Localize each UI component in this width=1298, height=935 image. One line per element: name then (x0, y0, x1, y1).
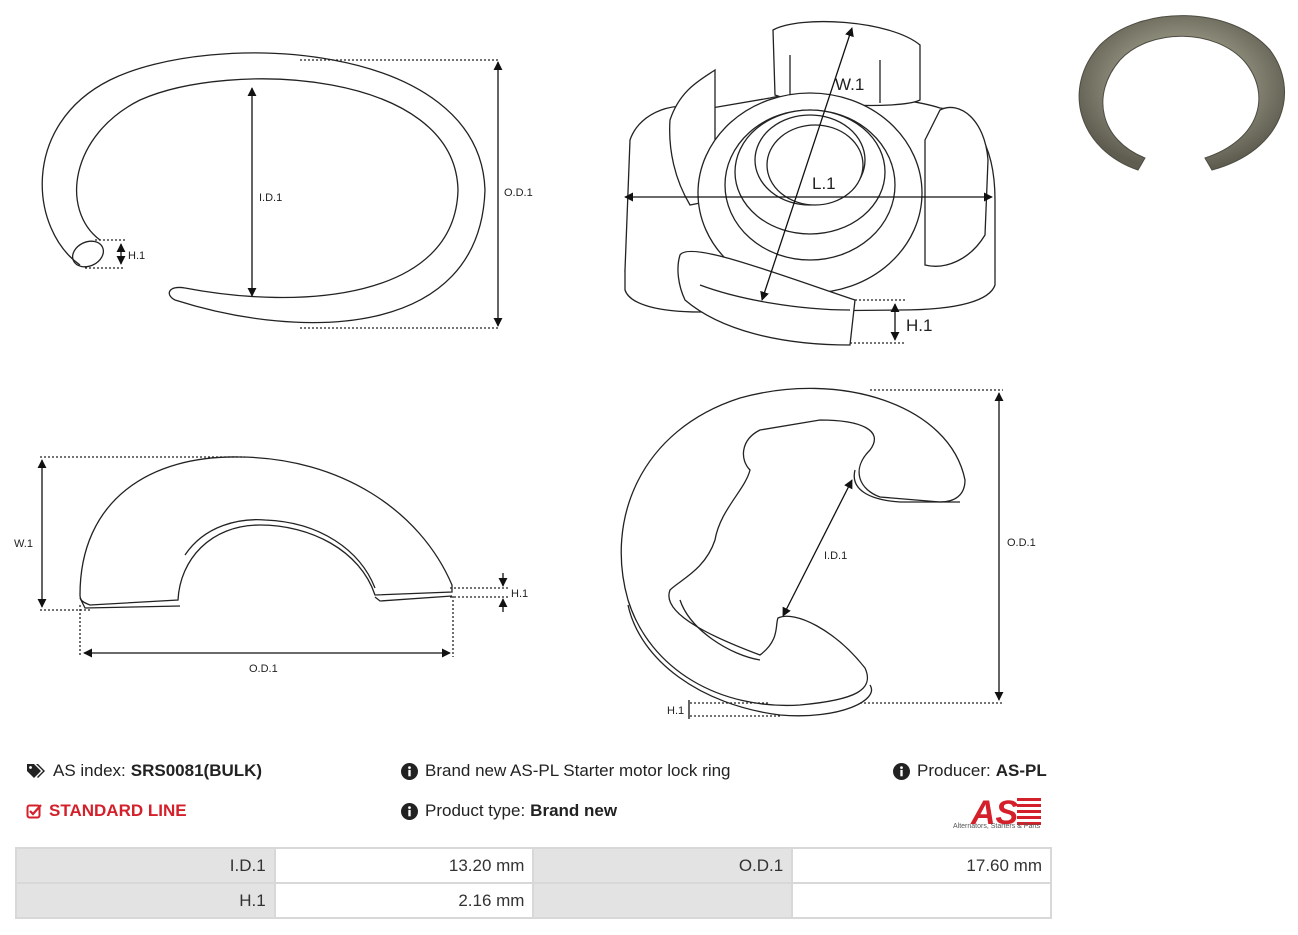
drawing-top-center (624, 20, 996, 346)
spec-key: H.1 (17, 884, 274, 917)
description-text: Brand new AS-PL Starter motor lock ring (425, 761, 731, 780)
label-h-bottom-center: H.1 (667, 705, 684, 717)
producer-value: AS-PL (995, 761, 1047, 780)
svg-text:AS: AS (970, 794, 1019, 832)
as-index: AS index: SRS0081(BULK) (26, 761, 262, 781)
label-h-top-left: H.1 (128, 250, 145, 262)
producer-label: Producer: (917, 761, 991, 780)
label-h-bottom-left: H.1 (511, 588, 528, 600)
drawing-top-left (41, 52, 503, 329)
producer: Producer: AS-PL (893, 761, 1047, 781)
label-id-bottom-center: I.D.1 (824, 550, 847, 562)
product-type-value: Brand new (530, 801, 618, 820)
product-type: Product type: Brand new (401, 801, 617, 821)
spec-value: 17.60 mm (793, 849, 1050, 882)
as-index-value: SRS0081(BULK) (130, 761, 263, 780)
description: Brand new AS-PL Starter motor lock ring (401, 761, 731, 781)
info-icon (401, 762, 418, 780)
logo-tagline: Alternators, Starters & Parts (953, 823, 1041, 830)
drawing-bottom-left (37, 456, 508, 658)
standard-line: STANDARD LINE (26, 801, 187, 821)
ring-photo (1078, 15, 1285, 171)
as-pl-logo: AS (970, 794, 1041, 832)
spec-key: I.D.1 (17, 849, 274, 882)
label-w-bottom-left: W.1 (14, 538, 33, 550)
spec-value (793, 884, 1050, 917)
spec-key: O.D.1 (534, 849, 792, 882)
as-index-label: AS index: (53, 761, 126, 780)
technical-drawings: I.D.1 O.D.1 H.1 W.1 L.1 H.1 (14, 15, 1285, 719)
table-row: H.1 2.16 mm (17, 884, 1050, 917)
info-icon (893, 762, 910, 780)
spec-value: 13.20 mm (275, 849, 533, 882)
drawing-bottom-center (620, 387, 1004, 719)
product-type-label: Product type: (425, 801, 526, 820)
table-row: I.D.1 13.20 mm O.D.1 17.60 mm (17, 849, 1050, 882)
label-id-top-left: I.D.1 (259, 192, 282, 204)
standard-line-text: STANDARD LINE (49, 801, 187, 820)
info-icon (401, 802, 418, 820)
checkbox-check-icon (26, 804, 42, 819)
spec-key (534, 884, 792, 917)
label-w-top-center: W.1 (835, 75, 864, 94)
label-od-bottom-left: O.D.1 (249, 663, 278, 675)
label-l-top-center: L.1 (812, 174, 836, 193)
label-od-top-left: O.D.1 (504, 187, 533, 199)
label-h-top-center: H.1 (906, 316, 932, 335)
spec-value: 2.16 mm (275, 884, 533, 917)
label-od-bottom-center: O.D.1 (1007, 537, 1036, 549)
spec-table: I.D.1 13.20 mm O.D.1 17.60 mm H.1 2.16 m… (15, 847, 1052, 919)
tags-icon (27, 764, 45, 778)
